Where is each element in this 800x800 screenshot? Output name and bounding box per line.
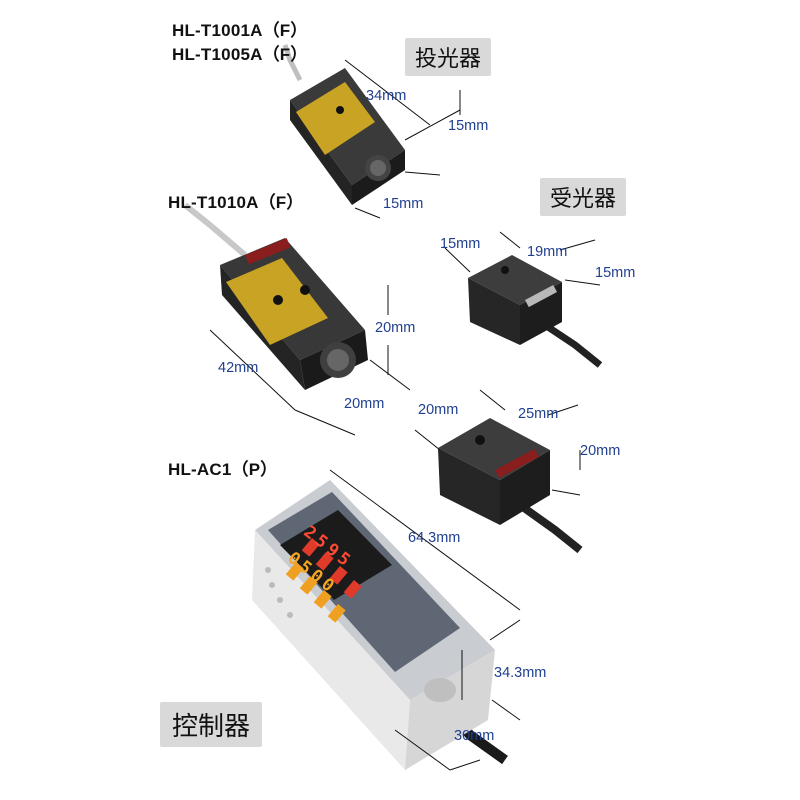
emitter-tag: 投光器 (405, 38, 492, 76)
receiver-tag: 受光器 (540, 178, 627, 216)
model-label-t1010: HL-T1010A（F） (168, 193, 304, 212)
dim-controller-width: 30mm (454, 728, 495, 744)
dim-receiver-large-b: 25mm (518, 406, 559, 422)
model-label-t1001: HL-T1001A（F） (172, 21, 308, 40)
emitter-small-dimension-lines (344, 59, 461, 219)
receiver-large-dimension-lines (414, 389, 581, 496)
controller-dimension-lines (329, 469, 521, 771)
controller-tag: 控制器 (160, 702, 263, 747)
dim-emitter-small-height: 15mm (448, 118, 489, 134)
dim-emitter-small-width: 15mm (383, 196, 424, 212)
dim-receiver-large-c: 20mm (580, 443, 621, 459)
model-label-ac1: HL-AC1（P） (168, 460, 278, 479)
receiver-large-sensor (438, 418, 583, 554)
dim-emitter-large-height: 20mm (375, 320, 416, 336)
dim-controller-length: 64.3mm (408, 530, 461, 546)
dim-emitter-small-length: 34mm (366, 88, 407, 104)
dim-receiver-small-a: 15mm (440, 236, 481, 252)
display-digit-marks (301, 538, 362, 599)
emitter-large-dimension-lines (209, 285, 411, 436)
receiver-small-dimension-lines (444, 231, 601, 286)
dim-emitter-large-length: 42mm (218, 360, 259, 376)
dim-receiver-small-b: 19mm (527, 244, 568, 260)
emitter-small-sensor (282, 44, 405, 205)
receiver-small-sensor (468, 255, 603, 368)
dim-emitter-large-width: 20mm (344, 396, 385, 412)
controller-unit (252, 480, 508, 770)
emitter-large-sensor (183, 202, 368, 390)
dim-receiver-small-c: 15mm (595, 265, 636, 281)
dim-controller-height: 34.3mm (494, 665, 547, 681)
dim-receiver-large-a: 20mm (418, 402, 459, 418)
model-label-t1005: HL-T1005A（F） (172, 45, 308, 64)
